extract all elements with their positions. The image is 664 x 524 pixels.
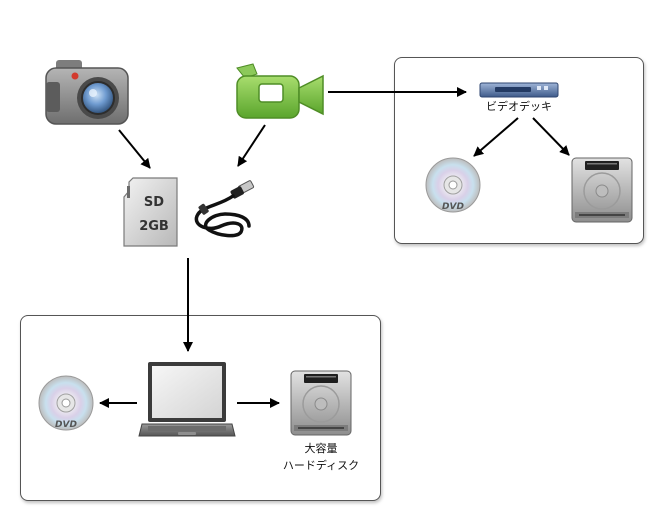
arrow-camcorder-to-cable bbox=[237, 124, 266, 167]
sd-card-label-capacity: 2GB bbox=[139, 219, 169, 234]
dvd-text: DVD bbox=[442, 202, 464, 212]
hard-drive-icon bbox=[290, 370, 352, 436]
usb-cable-icon bbox=[189, 180, 259, 238]
hard-drive-icon bbox=[571, 157, 633, 223]
camera-icon bbox=[44, 58, 130, 128]
camcorder-icon bbox=[231, 62, 325, 120]
video-deck-icon bbox=[479, 82, 559, 98]
large-hdd-label-line2: ハードディスク bbox=[282, 459, 360, 472]
sd-card-label-capacity-type: SD bbox=[143, 195, 165, 210]
dvd-icon: DVD bbox=[425, 157, 481, 213]
dvd-text: DVD bbox=[55, 420, 77, 430]
arrow-deck-to-dvd bbox=[473, 117, 519, 157]
laptop-icon bbox=[138, 360, 236, 440]
large-hdd-label-line1: 大容量 bbox=[304, 442, 338, 455]
dvd-icon: DVD bbox=[38, 375, 94, 431]
sd-card-icon: SD 2GB bbox=[123, 177, 178, 247]
arrow-camera-to-sd bbox=[118, 129, 151, 169]
video-deck-label: ビデオデッキ bbox=[486, 100, 552, 113]
arrow-deck-to-hdd bbox=[532, 117, 570, 156]
